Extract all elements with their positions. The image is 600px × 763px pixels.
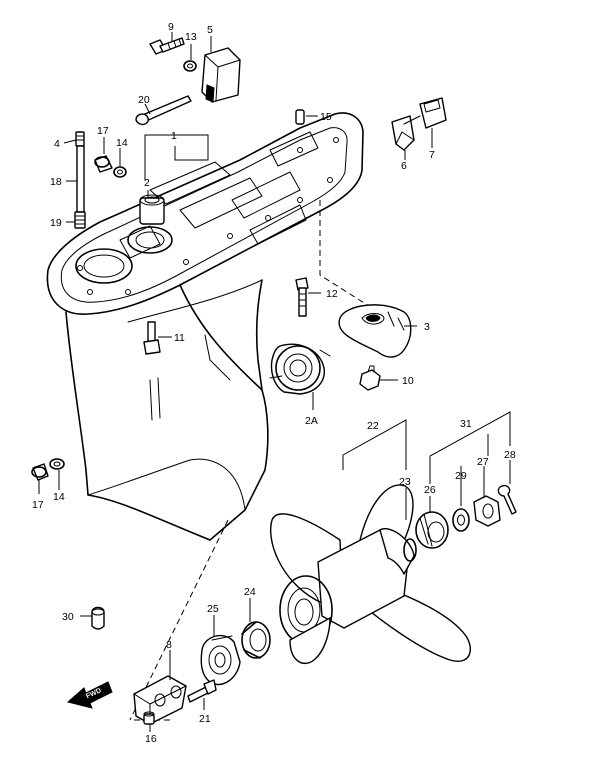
callout-21: 21 [199,713,211,725]
leader-lines [38,32,511,732]
callout-19: 19 [50,217,62,229]
gear-case-housing [46,112,364,541]
part-16-collar [143,711,155,725]
part-15-pin [295,109,305,125]
callout-27: 27 [477,456,489,468]
part-28-cotter-pin [497,484,517,515]
callout-15: 15 [320,111,332,123]
part-5-anode-plug [201,47,241,103]
callout-labels: 1 2 2A 3 4 5 6 7 8 9 10 11 12 13 14 14 1… [32,21,516,745]
part-3-trim-tab [338,304,412,358]
part-19-fitting [74,211,86,229]
callout-24: 24 [244,586,256,598]
callout-16: 16 [145,733,157,745]
part-21-bolt [187,679,217,703]
callout-17-upper: 17 [97,125,109,137]
callout-1: 1 [171,130,177,142]
part-12-bolt [295,277,309,317]
part-13-washer [183,60,197,72]
part-8-anode-block [133,675,187,725]
callout-30: 30 [62,611,74,623]
part-14-gasket-upper [113,166,127,178]
part-17-plug-lower [31,463,49,481]
callout-31: 31 [460,418,472,430]
callout-11: 11 [174,332,185,344]
part-11-bolt [143,321,161,355]
part-25-anode [200,634,241,686]
part-24-spacer [241,621,271,659]
part-10-nut [359,365,381,391]
callout-20: 20 [138,94,150,106]
fwd-direction-arrow: FWD [66,681,113,709]
callout-22: 22 [367,420,379,432]
callout-6: 6 [401,160,407,172]
callout-2a: 2A [305,415,318,427]
part-18-tube [76,145,85,213]
callout-2: 2 [144,177,150,189]
callout-17-lower: 17 [32,499,44,511]
callout-25: 25 [207,603,219,615]
part-26-thrust-washer [415,511,449,549]
callout-14-lower: 14 [53,491,65,503]
callout-13: 13 [185,31,197,43]
callout-3: 3 [424,321,430,333]
part-27-prop-nut [473,495,501,527]
callout-10: 10 [402,375,414,387]
part-6-bracket [391,115,415,151]
part-7-bracket [403,97,447,129]
part-20-clip [135,95,192,126]
part-29-washer [452,508,470,532]
part-17-plug-upper [94,155,113,173]
part-4-fitting [75,131,85,147]
callout-23: 23 [399,476,411,488]
callout-29: 29 [455,470,467,482]
callout-8: 8 [166,639,172,651]
callout-14-upper: 14 [116,137,128,149]
callout-5: 5 [207,24,213,36]
callout-12: 12 [326,288,338,300]
part-9-bolt [149,37,185,55]
callout-9: 9 [168,21,174,33]
callout-4: 4 [54,138,60,150]
part-30-plug [91,606,105,630]
callout-28: 28 [504,449,516,461]
part-14-gasket-lower [49,458,65,470]
part-22-propeller [270,484,471,665]
callout-26: 26 [424,484,436,496]
callout-18: 18 [50,176,62,188]
callout-7: 7 [429,149,435,161]
part-2a-bearing [269,343,331,395]
